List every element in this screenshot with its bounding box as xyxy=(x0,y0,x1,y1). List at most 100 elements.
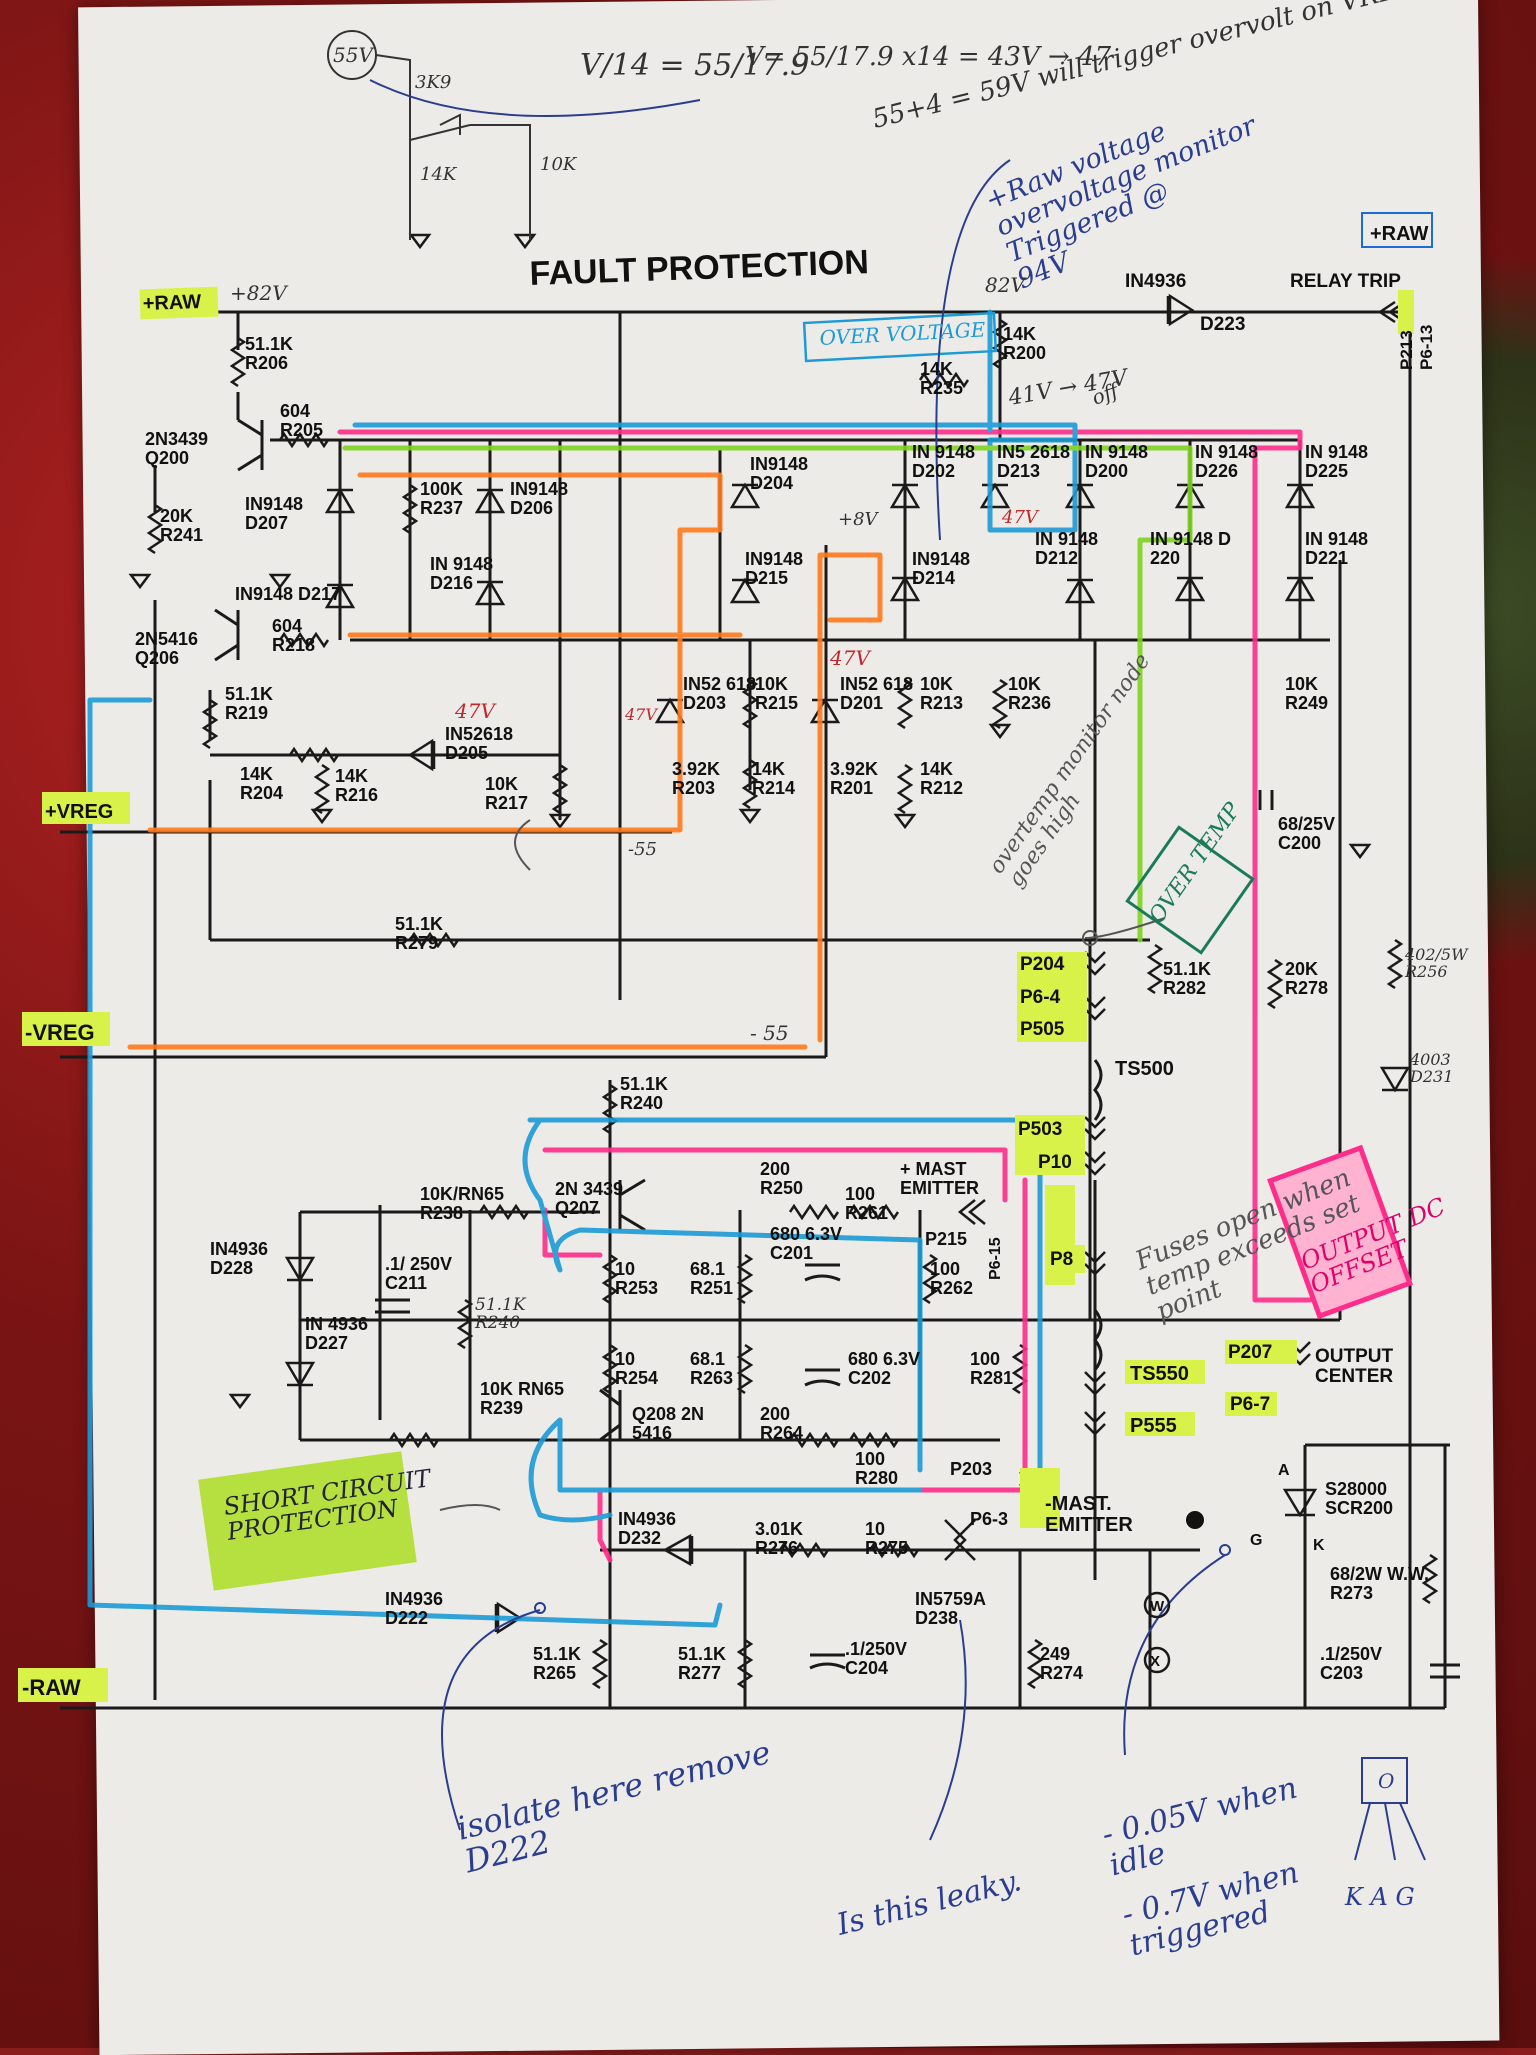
notes-v-47b: 47V xyxy=(454,699,497,723)
tags-vreg-minus: -VREG xyxy=(25,1020,95,1045)
labels-p63: P6-3 xyxy=(970,1509,1008,1529)
labels-p67: P6-7 xyxy=(1230,1394,1270,1415)
labels-p503: P503 xyxy=(1018,1119,1062,1140)
notes-v55: 55V xyxy=(333,43,375,67)
labels-pkg-o: O xyxy=(1378,1769,1394,1793)
labels-p6-15: P6-15 xyxy=(987,1237,1004,1280)
notes-raw-monitor: +Raw voltageovervoltage monitorTriggered… xyxy=(981,83,1283,295)
labels-ts550: TS550 xyxy=(1130,1363,1189,1385)
orange-trace-3 xyxy=(817,552,883,1043)
labels-tp-w: W xyxy=(1150,1598,1165,1615)
labels-p6-13: P6-13 xyxy=(1417,325,1436,370)
blue-trace-3 xyxy=(87,697,723,1628)
labels-relay-trip: RELAY TRIP xyxy=(1290,271,1401,292)
labels-d-1n4936-top: IN4936 xyxy=(1125,271,1186,292)
notes-v-plus82: +82V xyxy=(230,281,289,305)
notes-isolate: isolate here removeD222 xyxy=(452,1733,783,1881)
orange-trace xyxy=(147,472,723,833)
labels-p505: P505 xyxy=(1020,1019,1065,1040)
labels-p203: P203 xyxy=(950,1459,992,1479)
labels-pin-a: A xyxy=(1278,1462,1290,1479)
green-trace xyxy=(342,445,1193,943)
pink-trace xyxy=(337,429,1313,1303)
blue-trace xyxy=(352,422,1078,533)
labels-d217: IN9148 D217 xyxy=(235,584,341,604)
labels-d223: D223 xyxy=(1200,314,1245,335)
notes-formula-2: V= 55/17.9 x14 = 43V → 47 xyxy=(745,42,1112,72)
blue-trace-5 xyxy=(522,1117,923,1523)
labels-pin-g: G xyxy=(1250,1532,1262,1549)
pen-annotations-strokes xyxy=(327,30,1426,1861)
tags-over-voltage: OVER VOLTAGE xyxy=(819,317,986,350)
highlighter-traces xyxy=(87,309,1313,1628)
labels-tp-x: X xyxy=(1150,1653,1160,1670)
labels-pin-k: K xyxy=(1313,1537,1325,1554)
notes-formula-1: V/14 = 55/17.9 xyxy=(580,48,809,83)
capacitor-symbols xyxy=(375,790,1460,1679)
labels-p10: P10 xyxy=(1038,1152,1072,1173)
notes-m55a: -55 xyxy=(628,839,657,860)
notes-r-10k: 10K xyxy=(540,154,578,175)
tags-raw-plus-right: +RAW xyxy=(1370,223,1428,245)
labels-p555: P555 xyxy=(1130,1415,1177,1437)
notes-v-47c: 47V xyxy=(624,705,658,724)
notes-r-3k9: 3K9 xyxy=(415,72,451,93)
notes-v-8: +8V xyxy=(838,509,880,530)
tags-raw-minus: -RAW xyxy=(22,1675,81,1700)
notes-m55b: - 55 xyxy=(750,1021,789,1045)
